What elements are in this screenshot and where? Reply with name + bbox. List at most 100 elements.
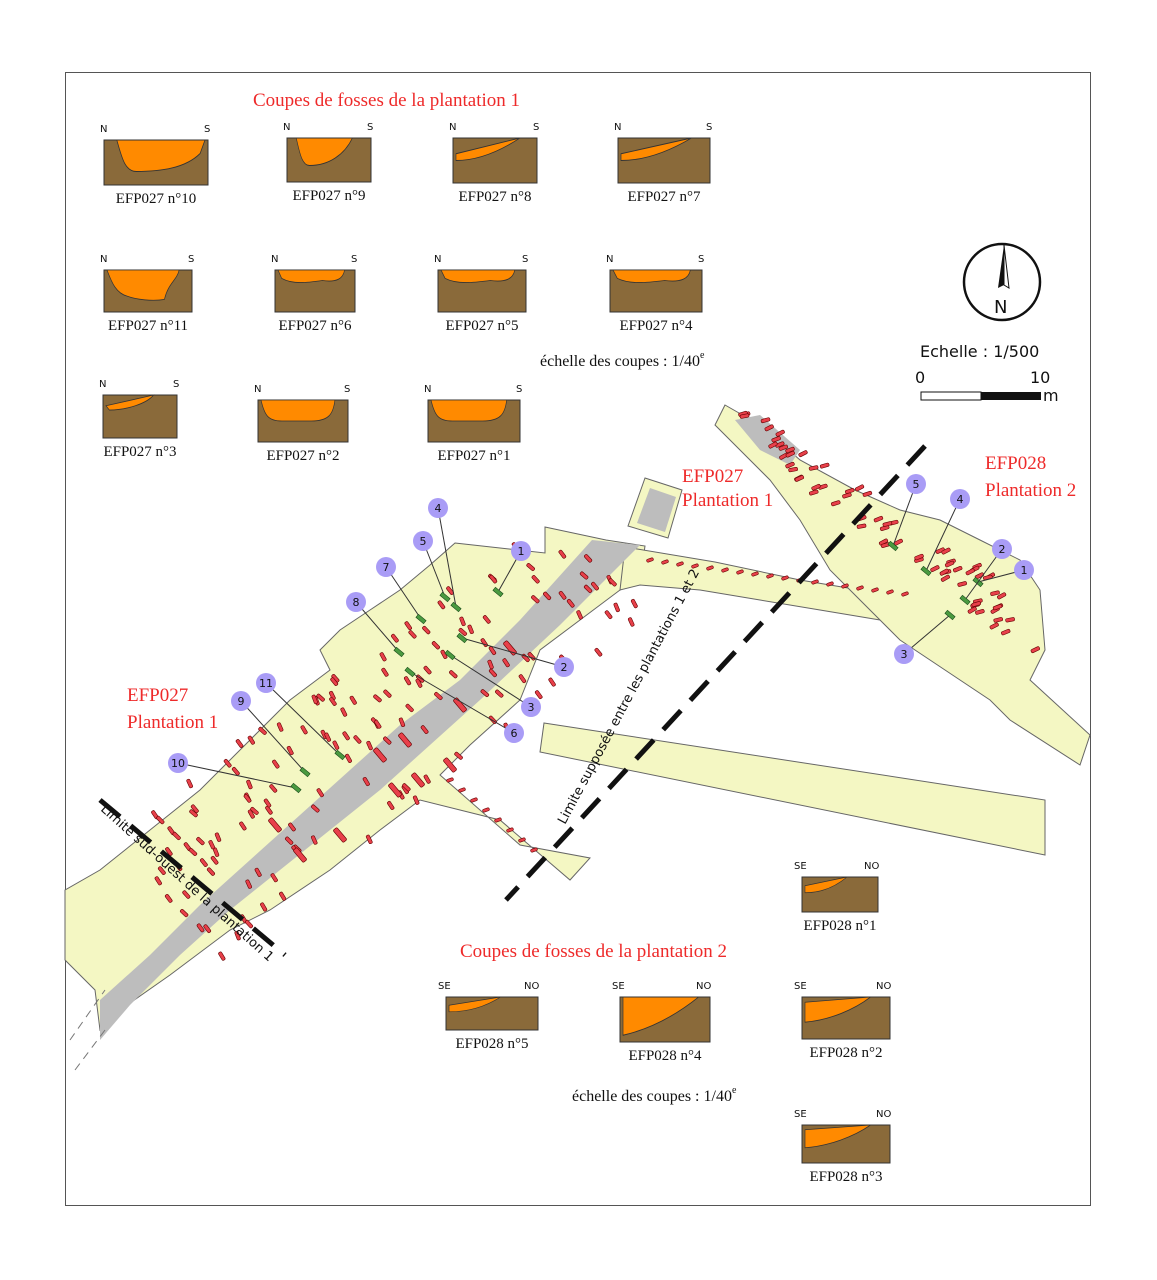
pit — [530, 847, 538, 853]
pit — [502, 658, 510, 668]
pit — [387, 801, 395, 810]
section-fill — [290, 137, 353, 166]
pit — [826, 581, 834, 587]
pit — [831, 500, 841, 507]
pit — [930, 565, 940, 572]
grey-strip-sondage — [637, 488, 676, 532]
pit — [506, 827, 514, 833]
marker-circle — [168, 753, 188, 773]
pit — [495, 689, 504, 698]
pit — [366, 740, 373, 751]
pit — [531, 595, 540, 604]
pit — [488, 668, 497, 678]
grey-strip-efp028 — [735, 415, 800, 465]
pit — [971, 601, 982, 607]
pit — [811, 579, 819, 585]
pit — [300, 725, 308, 735]
pit — [957, 581, 967, 587]
pit — [165, 847, 173, 856]
pit — [518, 837, 526, 843]
pit — [203, 924, 212, 933]
pit — [939, 568, 949, 576]
pit — [332, 740, 340, 750]
pit — [871, 587, 879, 593]
scale-bar-end: 10 — [1030, 368, 1050, 387]
pit — [353, 735, 362, 744]
section-cardinal-right: NO — [696, 981, 711, 992]
section-cardinal-left: SE — [612, 981, 625, 992]
pit — [164, 894, 173, 903]
pit — [402, 783, 411, 792]
limit-line-southwest — [98, 798, 287, 957]
section-cardinal-left: N — [99, 379, 106, 390]
pit — [383, 736, 392, 745]
excavation-area-efp028 — [714, 404, 1091, 766]
marker-circle — [256, 673, 276, 693]
pit — [760, 417, 771, 424]
marker-leader — [355, 601, 400, 653]
pit — [862, 490, 873, 497]
marker-number: 2 — [561, 661, 568, 674]
pit — [254, 867, 262, 877]
pit-large — [268, 817, 282, 833]
section-label: EFP027 n°9 — [292, 188, 365, 204]
marker-p2-1: 1 — [972, 560, 1034, 588]
section-cardinal-right: NO — [524, 981, 539, 992]
marker-leader — [892, 483, 917, 547]
section-fill — [455, 137, 521, 161]
pit — [381, 667, 389, 677]
pit — [940, 574, 950, 582]
map-frame — [65, 72, 1091, 1206]
pit-large — [333, 827, 347, 843]
marker-number: 8 — [353, 596, 360, 609]
pit — [172, 831, 181, 841]
section-fill — [260, 399, 336, 422]
pit — [431, 641, 440, 650]
pit — [196, 837, 205, 846]
pit — [260, 902, 268, 912]
pit — [270, 873, 278, 883]
section-cardinal-left: N — [434, 254, 441, 265]
pit — [373, 694, 382, 703]
pit — [454, 751, 463, 760]
section-cardinal-left: N — [283, 122, 290, 133]
section-cardinal-left: SE — [794, 981, 807, 992]
pit — [819, 462, 830, 469]
excavation-trench-south — [539, 722, 1046, 856]
plantation1-sections-title: Coupes de fosses de la plantation 1 — [253, 90, 520, 111]
pit-large — [398, 732, 412, 748]
pit — [953, 566, 963, 573]
marker-p1-5: 5 — [413, 531, 451, 603]
marker-pit — [450, 601, 462, 613]
marker-p1-11: 11 — [256, 673, 346, 761]
pit — [349, 695, 357, 705]
pit — [316, 693, 325, 702]
marker-p1-8: 8 — [346, 592, 405, 658]
pit — [990, 590, 1000, 596]
section-fill — [440, 269, 516, 284]
marker-number: 5 — [420, 535, 427, 548]
marker-pit — [944, 609, 956, 621]
marker-number: 10 — [171, 757, 185, 770]
section-label: EFP028 n°4 — [628, 1048, 702, 1064]
pit — [449, 670, 458, 679]
pit — [856, 523, 867, 529]
pit — [808, 489, 819, 496]
marker-circle — [413, 531, 433, 551]
pit — [576, 610, 583, 620]
pit — [992, 604, 1003, 611]
section-label: EFP027 n°1 — [437, 448, 510, 464]
pit — [470, 797, 478, 803]
section-fill — [105, 394, 155, 411]
pit — [798, 450, 808, 458]
section-label: EFP027 n°5 — [445, 318, 518, 334]
pit — [764, 424, 774, 432]
section-label: EFP027 n°2 — [266, 448, 339, 464]
marker-circle — [504, 723, 524, 743]
